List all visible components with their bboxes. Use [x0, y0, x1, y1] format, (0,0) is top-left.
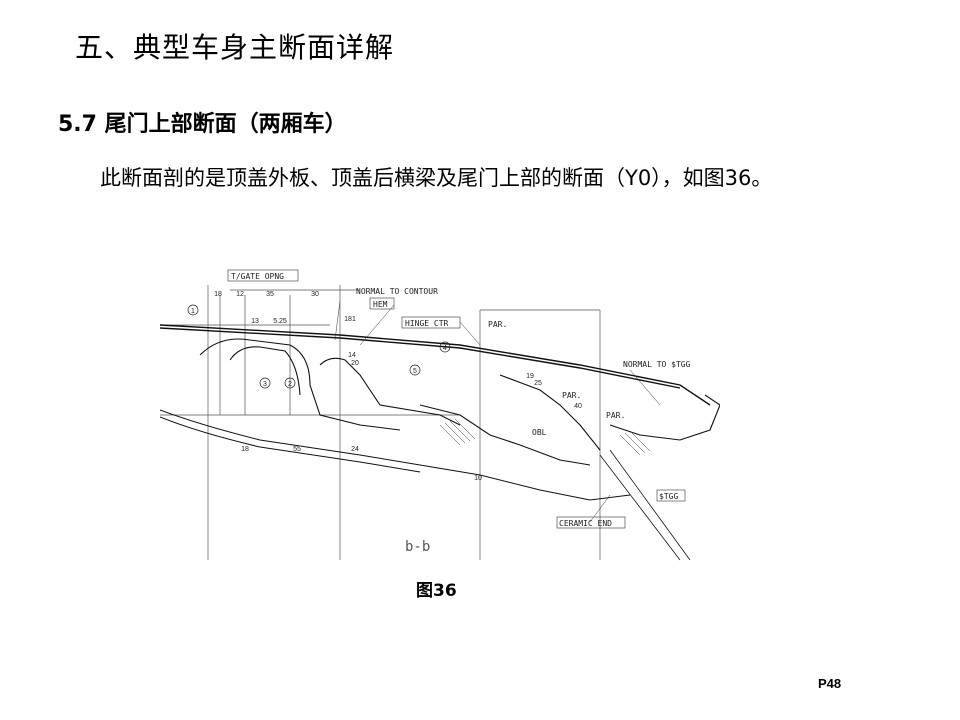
- dim-181: 181: [344, 316, 356, 323]
- dim-25: 25: [534, 380, 542, 387]
- dim-30: 30: [311, 291, 319, 298]
- dim-5-25: 5.25: [273, 318, 287, 325]
- callout-4: 4: [443, 345, 447, 352]
- section-id: b-b: [405, 539, 430, 555]
- dim-35: 35: [266, 291, 274, 298]
- label-boxes: [227, 269, 686, 529]
- dim-13: 13: [251, 318, 259, 325]
- roof-rear-crossmember: [199, 338, 461, 431]
- par-label-3: PAR.: [606, 411, 625, 420]
- figure-caption: 图36: [416, 581, 457, 601]
- par-label-1: PAR.: [488, 320, 507, 329]
- section-description: 此断面剖的是顶盖外板、顶盖后横梁及尾门上部的断面（Y0），如图36。: [100, 166, 773, 190]
- rear-glass: [599, 449, 691, 561]
- headliner: [160, 409, 631, 501]
- leader-lines: [334, 300, 661, 523]
- tgate-label: T/GATE OPNG: [231, 272, 284, 281]
- normal-tgg-label: NORMAL TO $TGG: [623, 360, 691, 369]
- callout-2: 2: [288, 381, 292, 388]
- hinge-label: HINGE CTR: [405, 319, 449, 328]
- callout-markers: [187, 304, 451, 389]
- ceramic-label: CERAMIC END: [559, 519, 612, 528]
- reference-lines: [160, 285, 601, 560]
- page-title: 五、典型车身主断面详解: [75, 31, 395, 64]
- dim-10: 10: [474, 475, 482, 482]
- page-number: P48: [818, 676, 842, 691]
- callout-5: 5: [413, 368, 417, 375]
- hinge-hatching: [439, 418, 651, 456]
- dim-14: 14: [348, 352, 356, 359]
- dim-18b: 18: [241, 446, 249, 453]
- dim-55: 55: [293, 446, 301, 453]
- dim-24: 24: [351, 446, 359, 453]
- par-label-2: PAR.: [562, 391, 581, 400]
- tgg-label: $TGG: [659, 492, 678, 501]
- section-drawing-svg: 1 2 3 4 5 T/GATE OPNG NORMAL TO CONTOUR …: [160, 269, 720, 561]
- dim-12: 12: [236, 291, 244, 298]
- callout-1: 1: [191, 308, 195, 315]
- roof-outer-panel: [160, 324, 711, 406]
- dim-19: 19: [526, 373, 534, 380]
- section-drawing: 1 2 3 4 5 T/GATE OPNG NORMAL TO CONTOUR …: [160, 265, 720, 565]
- hem-label: HEM: [373, 300, 388, 309]
- callout-3: 3: [263, 381, 267, 388]
- tailgate-upper: [419, 374, 720, 466]
- dim-40: 40: [574, 403, 582, 410]
- section-heading: 5.7 尾门上部断面（两厢车）: [58, 112, 347, 137]
- normal-contour-label: NORMAL TO CONTOUR: [356, 287, 438, 296]
- obl-label: OBL: [532, 428, 547, 437]
- dim-18: 18: [214, 291, 222, 298]
- dim-20: 20: [351, 360, 359, 367]
